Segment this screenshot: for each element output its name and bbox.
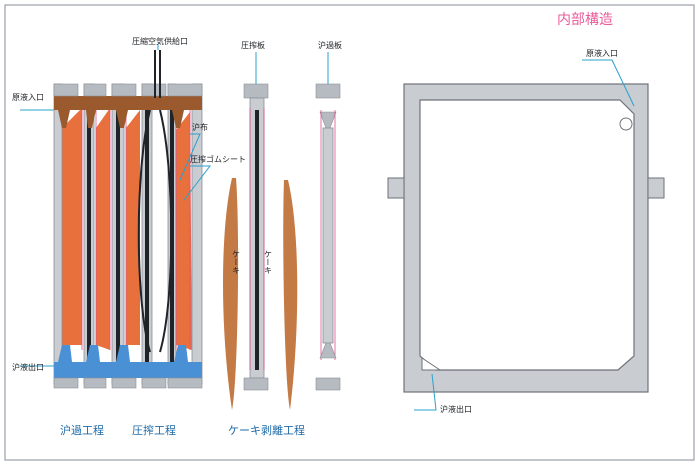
cake-falling-right: [283, 180, 298, 410]
outer-frame: [4, 4, 695, 461]
detail-plate: [387, 83, 665, 393]
process-filtration: 沪過工程: [60, 423, 104, 437]
label-air-inlet: 圧縮空気供給口: [132, 36, 188, 46]
press-plate-separated: [243, 83, 269, 391]
process-pressing: 圧搾工程: [132, 423, 176, 437]
cake-chamber-3: [126, 110, 140, 345]
filter-cloth-lines: [81, 108, 191, 350]
filter-plate-separated: [315, 83, 341, 391]
label-filter-cloth: 沪布: [192, 122, 208, 132]
label-rubber-sheet: 圧搾ゴムシート: [190, 154, 246, 164]
label-raw-inlet: 原液入口: [12, 92, 44, 102]
label-cake-left: ケーキ: [232, 250, 241, 274]
label-press-plate: 圧搾板: [241, 40, 265, 50]
label-detail-inlet: 原液入口: [586, 48, 618, 58]
bottom-caps: [53, 377, 203, 389]
label-filter-plate: 沪過板: [318, 40, 342, 50]
label-filtrate-outlet: 沪液出口: [12, 362, 44, 372]
page-title: 内部構造: [557, 12, 613, 28]
top-caps: [53, 83, 203, 97]
end-plate-left: [53, 83, 63, 385]
cake-chamber-4: [176, 112, 192, 350]
raw-liquid-channel: [54, 96, 202, 110]
outlet-feeds: [58, 345, 188, 362]
plate-stack: [53, 83, 203, 389]
rubber-sheet-inflated: [137, 109, 173, 353]
outlet-port: [421, 357, 442, 371]
label-cake-right: ケーキ: [264, 250, 273, 274]
plate-core-3: [145, 96, 149, 371]
inlet-port: [619, 117, 633, 131]
cake-falling-left: [223, 178, 239, 410]
plate-core-1: [87, 96, 91, 371]
process-cake-release: ケーキ剥離工程: [228, 423, 305, 437]
label-detail-outlet: 沪液出口: [440, 404, 472, 414]
pointer-lines: [20, 44, 635, 411]
plate-core-2: [116, 96, 120, 371]
cake-chamber-1: [62, 108, 82, 345]
cake-chamber-2: [96, 108, 110, 350]
inlet-feeds: [58, 110, 184, 128]
filtrate-channel: [54, 362, 202, 378]
